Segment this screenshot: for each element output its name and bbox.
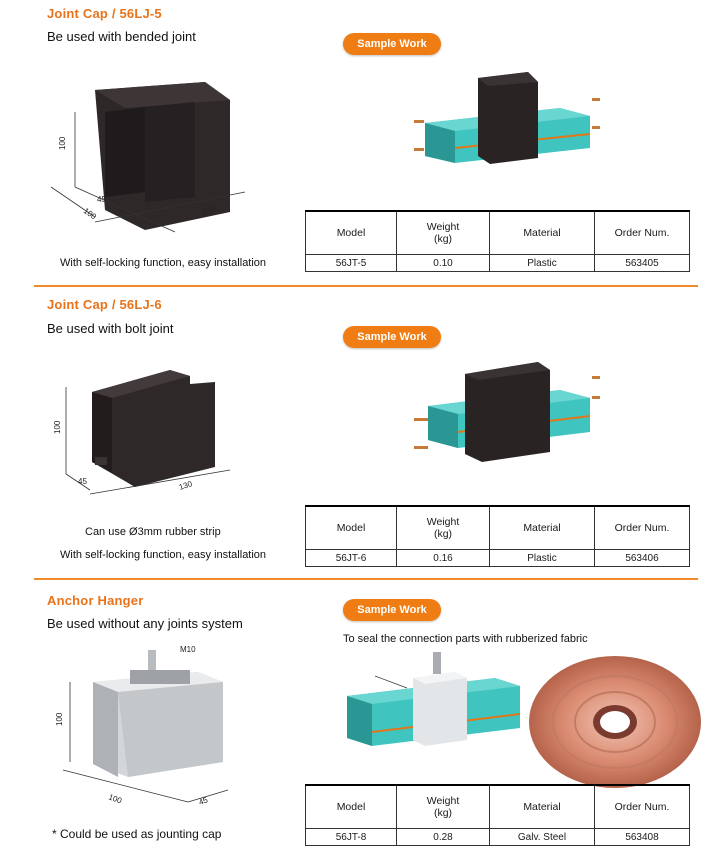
sample-work-image-1: [414, 72, 600, 164]
col-weight: Weight (kg): [396, 505, 490, 550]
col-order-num: Order Num.: [594, 784, 690, 829]
dim-length: 130: [178, 479, 194, 492]
spec-table-1: Model Weight (kg) Material Order Num. 56…: [305, 210, 690, 272]
dim-depth: 45: [78, 477, 87, 486]
section-title-joint-cap-5: Joint Cap / 56LJ-5: [47, 6, 162, 21]
dim-depth: 45: [97, 195, 106, 204]
section-subtitle-joint-cap-5: Be used with bended joint: [47, 29, 196, 44]
cell-order-num: 563408: [594, 828, 690, 846]
table-row: 56JT-8 0.28 Galv. Steel 563408: [305, 828, 690, 846]
caption-rubber-strip: Can use Ø3mm rubber strip: [85, 526, 221, 538]
dim-width-right: 100: [201, 205, 217, 217]
col-model: Model: [305, 210, 397, 255]
col-material: Material: [489, 210, 595, 255]
dim-height: 100: [58, 136, 67, 150]
section-divider-2: [34, 578, 698, 580]
col-order-num: Order Num.: [594, 505, 690, 550]
cell-order-num: 563405: [594, 254, 690, 272]
dim-bolt-m10: M10: [180, 645, 196, 654]
dim-width: 100: [107, 792, 123, 805]
cell-material: Galv. Steel: [489, 828, 595, 846]
col-weight: Weight (kg): [396, 784, 490, 829]
cell-order-num: 563406: [594, 549, 690, 567]
table-row: 56JT-5 0.10 Plastic 563405: [305, 254, 690, 272]
sample-work-badge-2: Sample Work: [343, 326, 441, 348]
caption-self-locking-2: With self-locking function, easy install…: [60, 549, 267, 561]
cell-weight: 0.28: [396, 828, 490, 846]
table-row: 56JT-6 0.16 Plastic 563406: [305, 549, 690, 567]
sample-work-badge-3: Sample Work: [343, 599, 441, 621]
note-jointing-cap: * Could be used as jounting cap: [52, 827, 222, 841]
cell-weight: 0.10: [396, 254, 490, 272]
rubberized-fabric-roll-image: [529, 656, 701, 788]
cell-material: Plastic: [489, 254, 595, 272]
cell-material: Plastic: [489, 549, 595, 567]
joint-cap-6-drawing: 100 45 130: [53, 370, 231, 495]
col-model: Model: [305, 784, 397, 829]
cell-model: 56JT-5: [305, 254, 397, 272]
caption-self-locking-1: With self-locking function, easy install…: [60, 257, 267, 269]
sample-work-image-3: [347, 652, 521, 746]
col-weight: Weight (kg): [396, 210, 490, 255]
section-divider-1: [34, 285, 698, 287]
dim-width-left: 100: [82, 206, 99, 221]
spec-table-3: Model Weight (kg) Material Order Num. 56…: [305, 784, 690, 846]
dim-height: 100: [55, 712, 64, 726]
col-model: Model: [305, 505, 397, 550]
anchor-hanger-drawing: M10 100 100 45: [55, 645, 229, 807]
cell-model: 56JT-6: [305, 549, 397, 567]
col-material: Material: [489, 505, 595, 550]
joint-cap-5-drawing: 100 45 100 100: [50, 82, 246, 233]
cell-weight: 0.16: [396, 549, 490, 567]
col-order-num: Order Num.: [594, 210, 690, 255]
sample-work-badge-1: Sample Work: [343, 33, 441, 55]
section-title-joint-cap-6: Joint Cap / 56LJ-6: [47, 297, 162, 312]
sample-work-image-2: [414, 362, 600, 462]
dim-height: 100: [53, 420, 62, 434]
spec-table-2: Model Weight (kg) Material Order Num. 56…: [305, 505, 690, 567]
col-material: Material: [489, 784, 595, 829]
cell-model: 56JT-8: [305, 828, 397, 846]
section-subtitle-anchor-hanger: Be used without any joints system: [47, 616, 243, 631]
section-subtitle-joint-cap-6: Be used with bolt joint: [47, 321, 174, 336]
section-title-anchor-hanger: Anchor Hanger: [47, 593, 144, 608]
dim-depth: 45: [198, 795, 210, 807]
caption-seal-connection: To seal the connection parts with rubber…: [343, 633, 588, 645]
